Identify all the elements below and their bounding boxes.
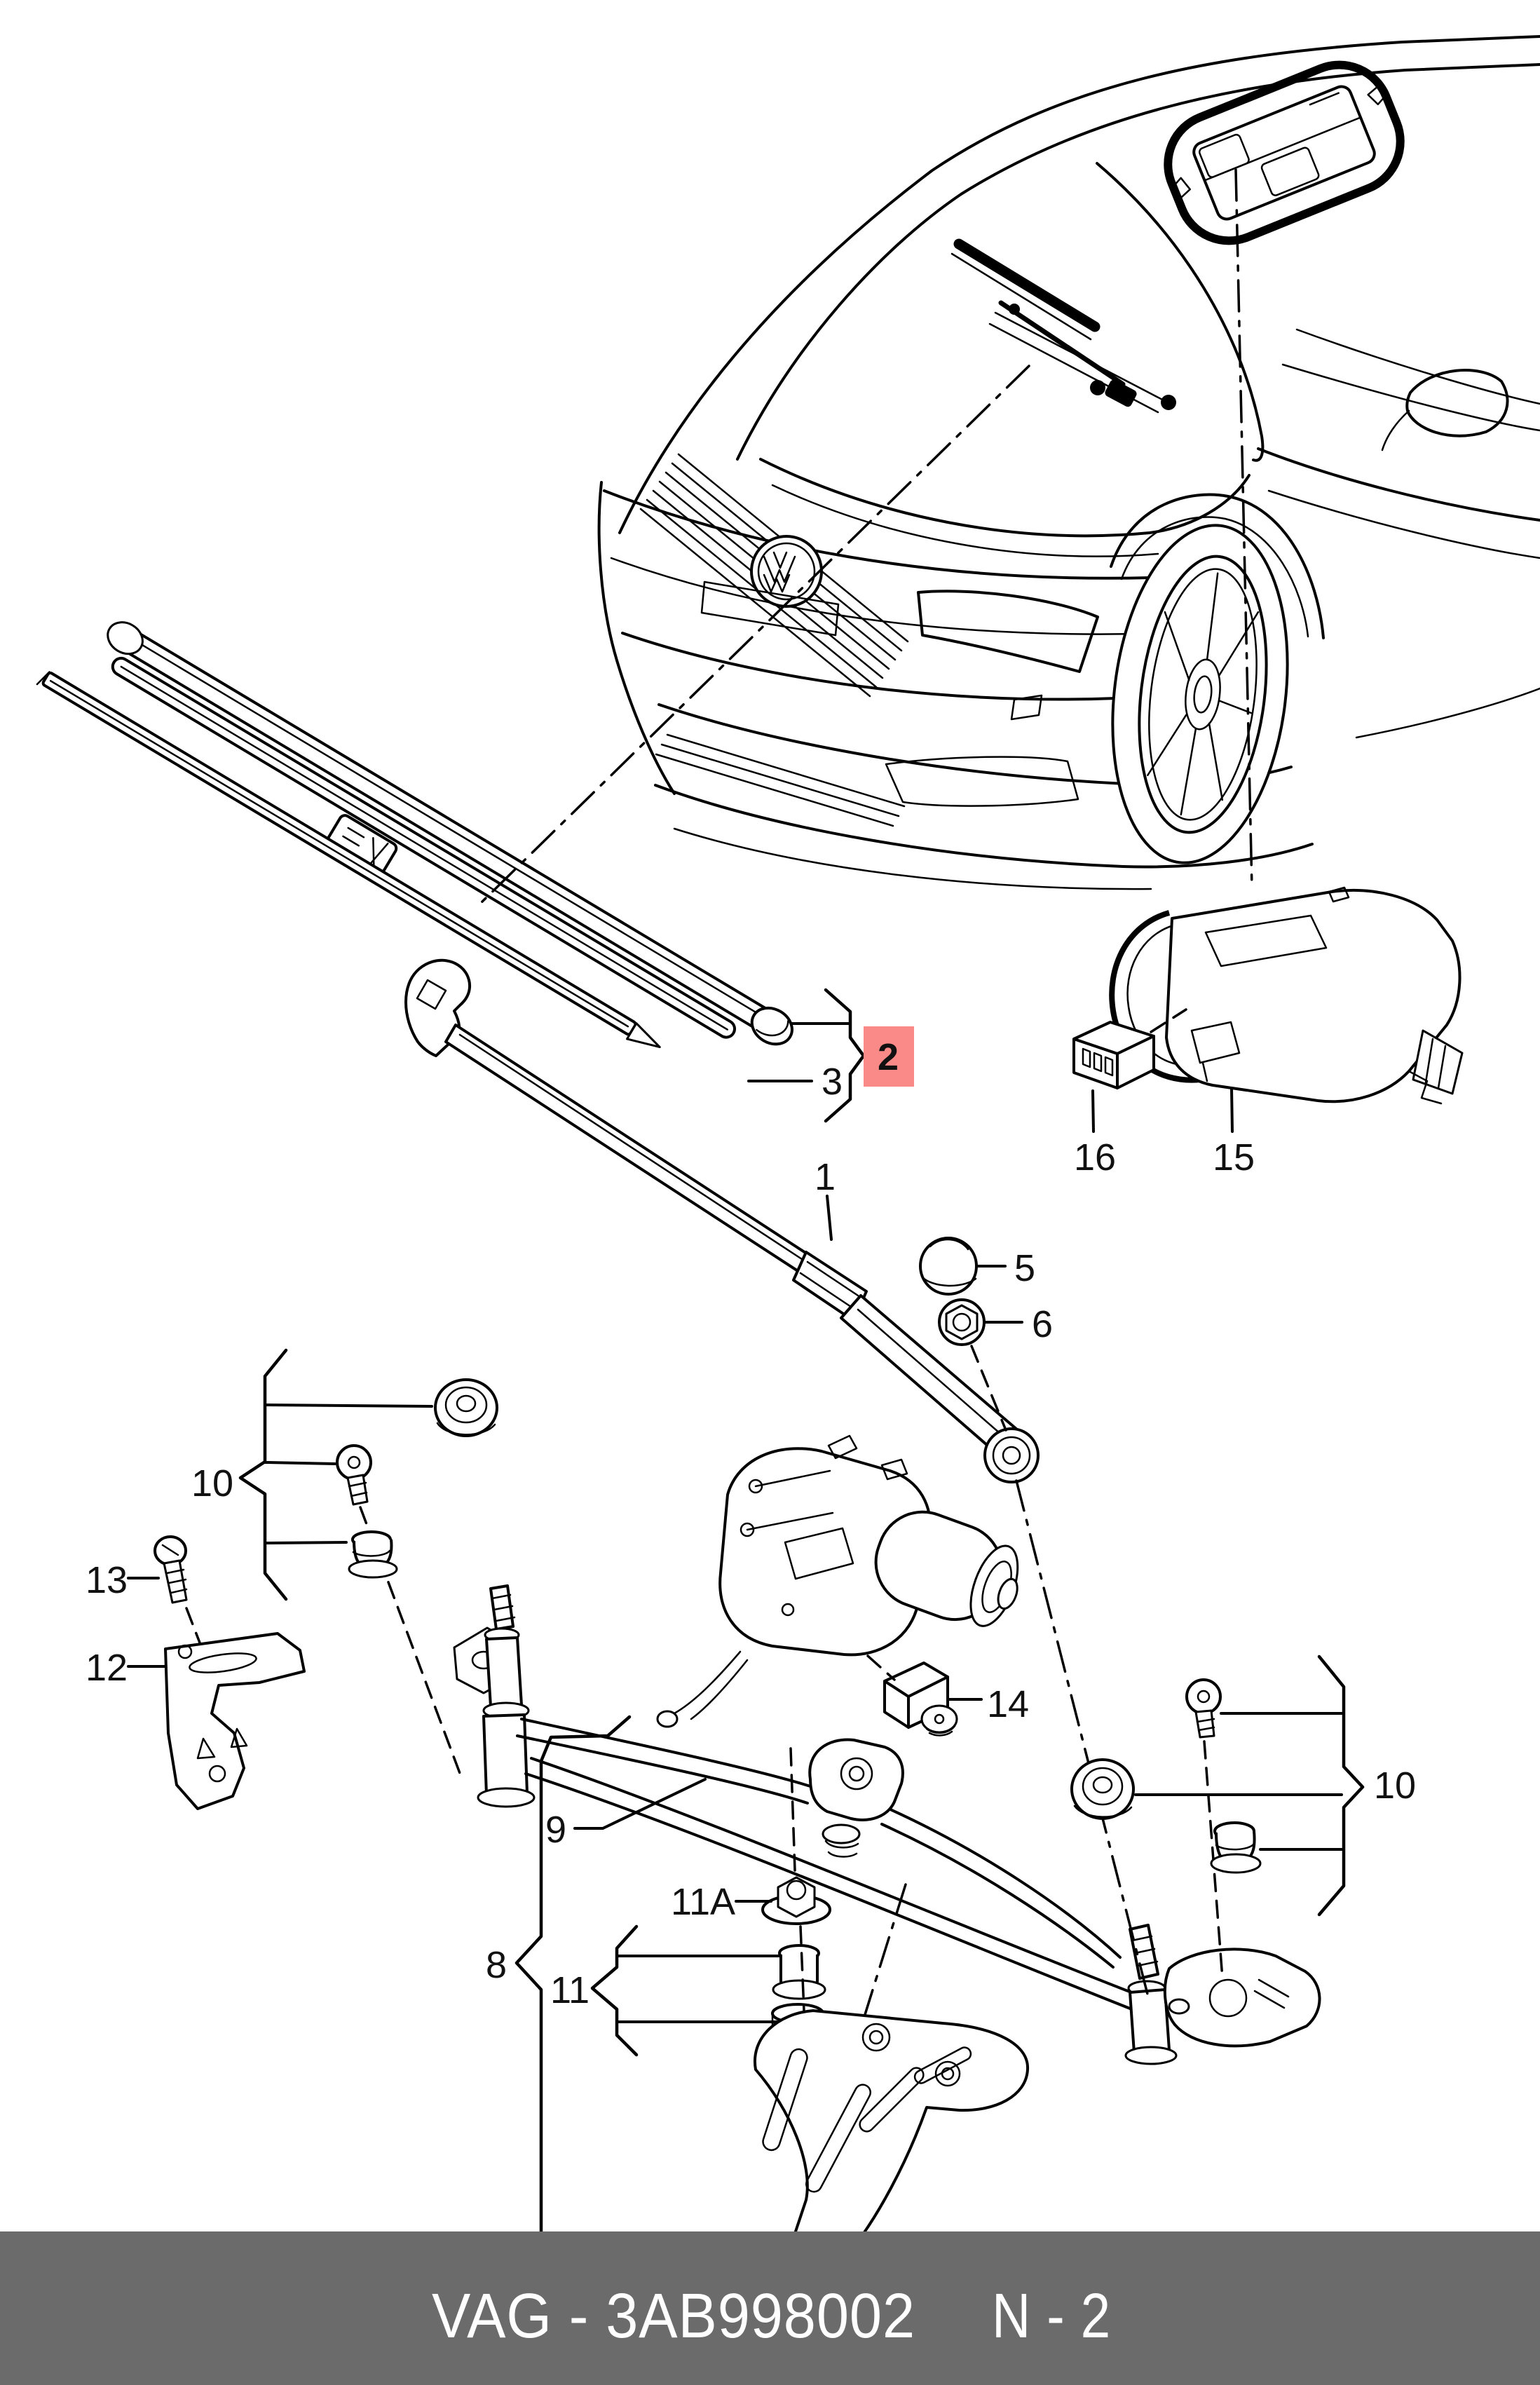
wiper-arm xyxy=(404,958,1040,1483)
front-wheel xyxy=(1111,524,1289,864)
car-illustration xyxy=(597,35,1540,890)
callout-6[interactable]: 6 xyxy=(1032,1303,1053,1345)
callout-labels: 1 2 3 5 6 8 9 10 10 11 11A 12 13 14 15 1… xyxy=(86,1026,1416,2011)
vw-badge xyxy=(750,535,823,608)
callout-15[interactable]: 15 xyxy=(1213,1136,1255,1178)
callout-10-right[interactable]: 10 xyxy=(1374,1765,1416,1807)
callout-12[interactable]: 12 xyxy=(86,1647,128,1689)
screw-13 xyxy=(154,1535,212,1671)
wiper-refill-3 xyxy=(36,671,661,1049)
sensor-axis-line xyxy=(1234,168,1253,889)
in-car-wiper-mechanism xyxy=(950,238,1176,414)
footer-background xyxy=(0,2231,1540,2385)
bracket-part-10-right xyxy=(1317,1654,1365,1917)
wiper-linkage-frame xyxy=(453,1584,1321,2065)
left-mount-group xyxy=(154,1378,498,1810)
control-module-15 xyxy=(1109,886,1464,1105)
callout-3[interactable]: 3 xyxy=(822,1061,843,1103)
bracket-part-8 xyxy=(515,1715,632,2327)
callout-13[interactable]: 13 xyxy=(86,1559,128,1601)
callout-11[interactable]: 11 xyxy=(550,1969,590,2011)
side-mirror xyxy=(1381,369,1509,451)
wiper-motor xyxy=(718,1434,1019,1737)
blade-axis-line xyxy=(479,365,1030,904)
rain-sensor xyxy=(1164,60,1405,245)
callout-8[interactable]: 8 xyxy=(486,1944,507,1986)
spindle-nut-6 xyxy=(938,1298,1007,1432)
bracket-part-10-left xyxy=(238,1348,288,1601)
spindle-cap-5 xyxy=(919,1237,978,1296)
blade-end-cap xyxy=(750,1006,793,1046)
right-pivot-axis xyxy=(1015,1479,1151,2004)
highlight-box[interactable] xyxy=(864,1026,914,1087)
leader-lines xyxy=(127,1022,1343,2271)
callout-9[interactable]: 9 xyxy=(545,1809,566,1851)
wiper-blade-assembly xyxy=(36,621,793,1049)
callout-10-left[interactable]: 10 xyxy=(191,1462,233,1504)
callout-16[interactable]: 16 xyxy=(1074,1136,1116,1178)
right-mount-group xyxy=(1070,1678,1262,1980)
callout-5[interactable]: 5 xyxy=(1014,1247,1035,1289)
footer-page-ref: N - 2 xyxy=(992,2281,1111,2351)
group-brackets xyxy=(238,988,1365,2327)
bracket-part-11 xyxy=(590,1924,639,2057)
callout-14[interactable]: 14 xyxy=(987,1683,1029,1725)
footer-catalog-code: VAG - 3AB998002 xyxy=(432,2281,915,2351)
connector-16 xyxy=(1072,1008,1187,1089)
callout-11A[interactable]: 11A xyxy=(671,1881,735,1923)
callout-1[interactable]: 1 xyxy=(815,1156,836,1198)
bracket-12 xyxy=(164,1632,306,1810)
callout-2-highlighted[interactable]: 2 xyxy=(878,1036,899,1078)
footer-bar: VAG - 3AB998002 N - 2 xyxy=(0,2231,1540,2385)
motor-connector-14 xyxy=(866,1654,958,1737)
